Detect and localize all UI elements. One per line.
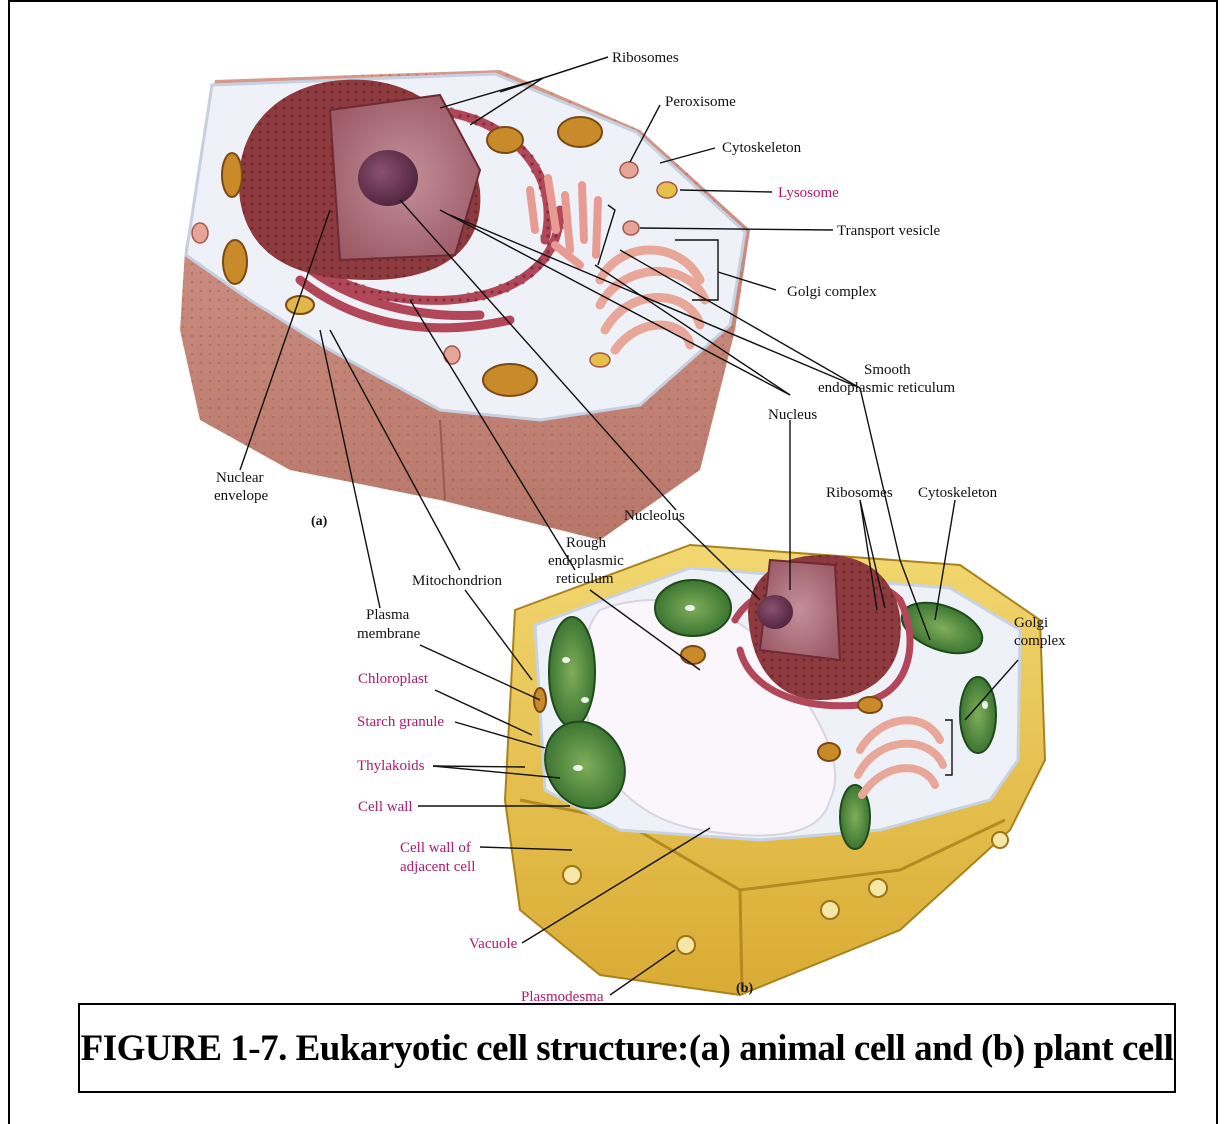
label-cell-wall-adjacent-2: adjacent cell	[400, 859, 475, 875]
figure-caption-box: FIGURE 1-7. Eukaryotic cell structure:(a…	[78, 1003, 1176, 1093]
label-smooth-er-2: endoplasmic reticulum	[818, 380, 955, 396]
label-golgi-b-1: Golgi	[1014, 615, 1048, 631]
label-transport-vesicle: Transport vesicle	[837, 223, 941, 239]
plant-cell	[505, 545, 1045, 995]
label-vacuole: Vacuole	[469, 936, 518, 952]
label-cytoskeleton-b: Cytoskeleton	[918, 485, 998, 501]
label-cytoskeleton-a: Cytoskeleton	[722, 140, 802, 156]
label-starch-granule: Starch granule	[357, 714, 444, 730]
label-mitochondrion: Mitochondrion	[412, 573, 502, 589]
plant-nucleolus	[757, 595, 793, 629]
label-cell-wall-adjacent-1: Cell wall of	[400, 840, 471, 856]
label-nucleus: Nucleus	[768, 407, 817, 423]
animal-nucleolus	[358, 150, 418, 206]
label-nucleolus: Nucleolus	[624, 508, 685, 524]
figure-caption: FIGURE 1-7. Eukaryotic cell structure:(a…	[81, 1027, 1174, 1070]
label-nuclear-envelope-1: Nuclear	[216, 470, 263, 486]
label-rough-er-2: endoplasmic	[548, 553, 624, 569]
label-ribosomes-b: Ribosomes	[826, 485, 893, 501]
label-chloroplast: Chloroplast	[358, 671, 429, 687]
label-plasma-membrane-2: membrane	[357, 626, 421, 642]
label-golgi-complex-a: Golgi complex	[787, 284, 877, 300]
label-golgi-b-2: complex	[1014, 633, 1066, 649]
label-thylakoids: Thylakoids	[357, 758, 425, 774]
panel-a-label: (a)	[311, 514, 328, 529]
label-rough-er-1: Rough	[566, 535, 607, 551]
label-lysosome: Lysosome	[778, 185, 839, 201]
label-nuclear-envelope-2: envelope	[214, 488, 268, 504]
label-smooth-er-1: Smooth	[864, 362, 911, 378]
label-rough-er-3: reticulum	[556, 571, 614, 587]
label-peroxisome: Peroxisome	[665, 94, 736, 110]
label-ribosomes-a: Ribosomes	[612, 50, 679, 66]
label-plasma-membrane-1: Plasma	[366, 607, 410, 623]
panel-b-label: (b)	[736, 981, 753, 996]
label-cell-wall: Cell wall	[358, 799, 413, 815]
